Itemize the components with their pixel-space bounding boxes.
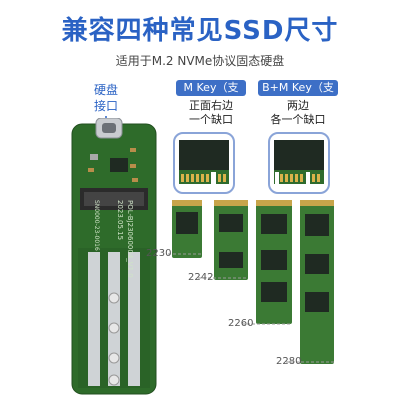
key-desc-m-1: 正面右边 — [189, 99, 233, 112]
key-desc-bm-1: 两边 — [287, 99, 309, 112]
key-desc-m-2: 一个缺口 — [189, 113, 233, 126]
board-text-3: SN0000-23-0016 — [93, 200, 100, 251]
size-label-2280: 2280 — [276, 356, 302, 367]
key-tag-bm: B+M Key（支持） — [258, 80, 338, 110]
bm-key-thumbnail — [268, 132, 330, 194]
key-desc-bm-2: 各一个缺口 — [270, 113, 326, 126]
size-label-2230: 2230 — [146, 248, 172, 259]
m-key-thumbnail — [173, 132, 235, 194]
size-label-2260: 2260 — [228, 318, 254, 329]
interface-label: 硬盘 接口 — [93, 83, 118, 113]
adapter-board — [71, 118, 157, 395]
page-title: 兼容四种常见SSD尺寸 — [61, 16, 339, 46]
board-text-1: POL-BJ23060004_V1.0 — [126, 200, 134, 278]
ssd-sticks — [168, 200, 334, 364]
size-label-2242: 2242 — [188, 272, 214, 283]
page-subtitle: 适用于M.2 NVMe协议固态硬盘 — [115, 54, 285, 68]
key-tag-m: M Key（支持） — [176, 80, 246, 110]
board-text-2: 2023.05.15 — [116, 200, 124, 241]
